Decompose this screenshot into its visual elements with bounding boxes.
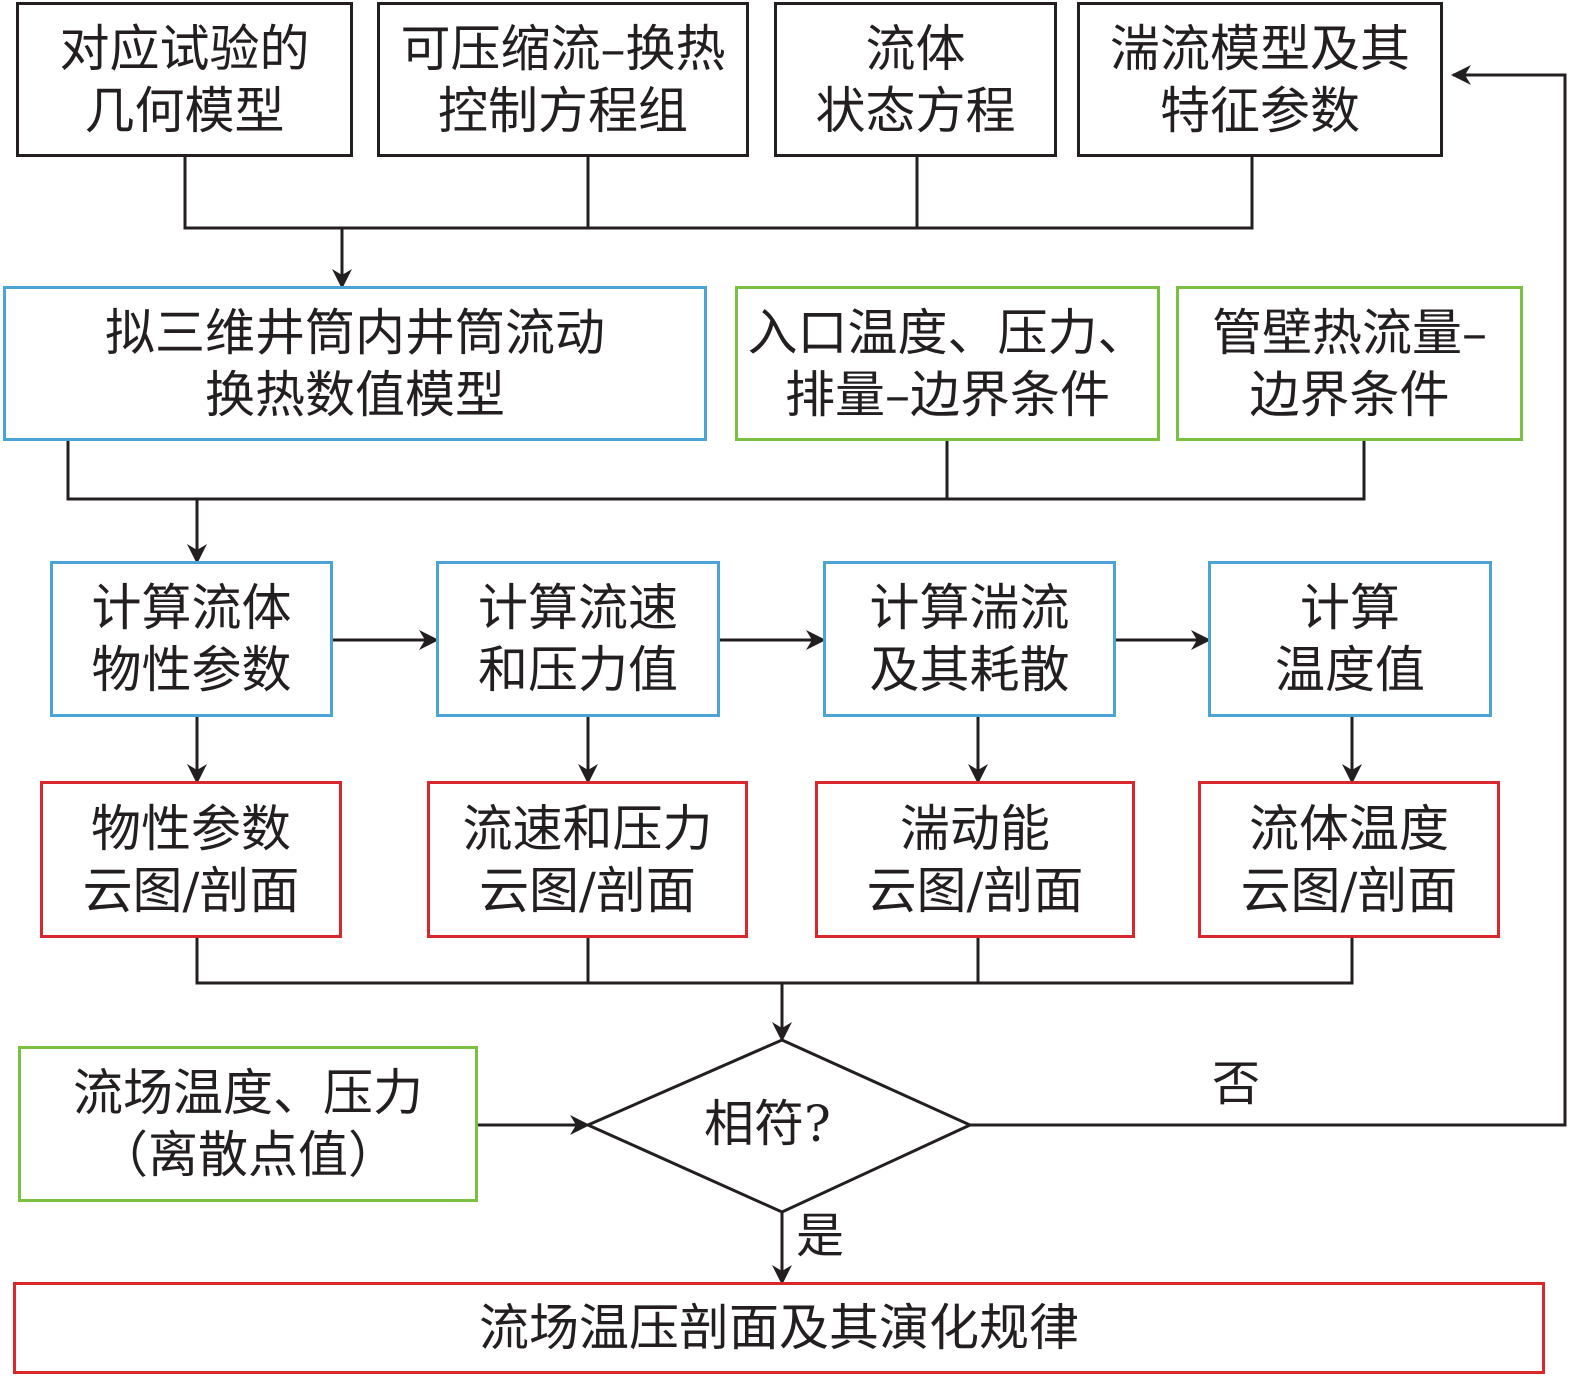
compute-temperature-line-1: 计算 [1300,579,1400,637]
inlet-boundary-line-2: 排量–边界条件 [785,365,1110,424]
result-box: 流场温压剖面及其演化规律 [13,1282,1545,1374]
measured-data-line-2: （离散点值） [98,1126,398,1184]
state-equation-line-2: 状态方程 [815,81,1016,140]
props-contour-line-2: 云图/剖面 [82,861,300,920]
geometry-model-box: 对应试验的 几何模型 [16,2,353,157]
compute-turbulence-line-2: 及其耗散 [869,641,1070,699]
yes-branch-label: 是 [796,1208,845,1264]
turbulence-model-line-2: 特征参数 [1160,81,1360,140]
connector-row1-bus [183,156,1254,230]
arrow-no-feedback [970,65,1567,1127]
compute-turbulence-box: 计算湍流 及其耗散 [823,561,1116,717]
turbulence-model-box: 湍流模型及其 特征参数 [1077,2,1443,157]
numerical-model-line-1: 拟三维井筒内井筒流动 [105,303,605,362]
decision-diamond [584,1038,974,1214]
velocity-contour-line-1: 流速和压力 [462,799,713,858]
velocity-contour-box: 流速和压力 云图/剖面 [427,781,748,938]
no-branch-label: 否 [1212,1056,1261,1112]
compute-velocity-line-1: 计算流速 [478,579,678,637]
geometry-model-line-2: 几何模型 [84,81,285,140]
state-equation-line-1: 流体 [865,19,966,78]
inlet-boundary-line-1: 入口温度、压力、 [747,303,1148,362]
control-equations-box: 可压缩流–换热 控制方程组 [377,2,749,157]
connector-row2-bus [66,440,1366,501]
velocity-contour-line-2: 云图/剖面 [479,861,696,920]
compute-props-box: 计算流体 物性参数 [50,561,333,717]
numerical-model-line-2: 换热数值模型 [205,365,505,424]
props-contour-line-1: 物性参数 [91,799,291,858]
numerical-model-box: 拟三维井筒内井筒流动 换热数值模型 [3,286,707,441]
wall-boundary-line-1: 管壁热流量– [1212,303,1487,362]
turbulence-contour-line-1: 湍动能 [900,799,1050,858]
compute-turbulence-line-1: 计算湍流 [869,579,1070,637]
compute-props-line-1: 计算流体 [91,579,292,637]
measured-data-line-1: 流场温度、压力 [73,1064,423,1122]
decision-label: 相符? [704,1095,831,1153]
temperature-contour-line-2: 云图/剖面 [1240,861,1458,920]
turbulence-contour-line-2: 云图/剖面 [866,861,1084,920]
measured-data-box: 流场温度、压力 （离散点值） [18,1046,478,1202]
geometry-model-line-1: 对应试验的 [59,19,310,78]
compute-velocity-line-2: 和压力值 [478,641,678,699]
control-equations-line-1: 可压缩流–换热 [400,19,726,78]
turbulence-contour-box: 湍动能 云图/剖面 [815,781,1135,938]
connector-row4-bus [195,937,1354,985]
control-equations-line-2: 控制方程组 [438,81,688,140]
inlet-boundary-box: 入口温度、压力、 排量–边界条件 [735,286,1160,441]
result-text: 流场温压剖面及其演化规律 [479,1299,1079,1357]
compute-temperature-box: 计算 温度值 [1208,561,1492,717]
compute-temperature-line-2: 温度值 [1275,641,1425,699]
props-contour-box: 物性参数 云图/剖面 [40,781,342,938]
wall-boundary-box: 管壁热流量– 边界条件 [1176,286,1523,441]
compute-velocity-box: 计算流速 和压力值 [436,561,720,717]
compute-props-line-2: 物性参数 [91,641,292,699]
temperature-contour-box: 流体温度 云图/剖面 [1198,781,1500,938]
turbulence-model-line-1: 湍流模型及其 [1110,19,1410,78]
state-equation-box: 流体 状态方程 [774,2,1057,157]
temperature-contour-line-1: 流体温度 [1249,799,1449,858]
wall-boundary-line-2: 边界条件 [1249,365,1450,424]
